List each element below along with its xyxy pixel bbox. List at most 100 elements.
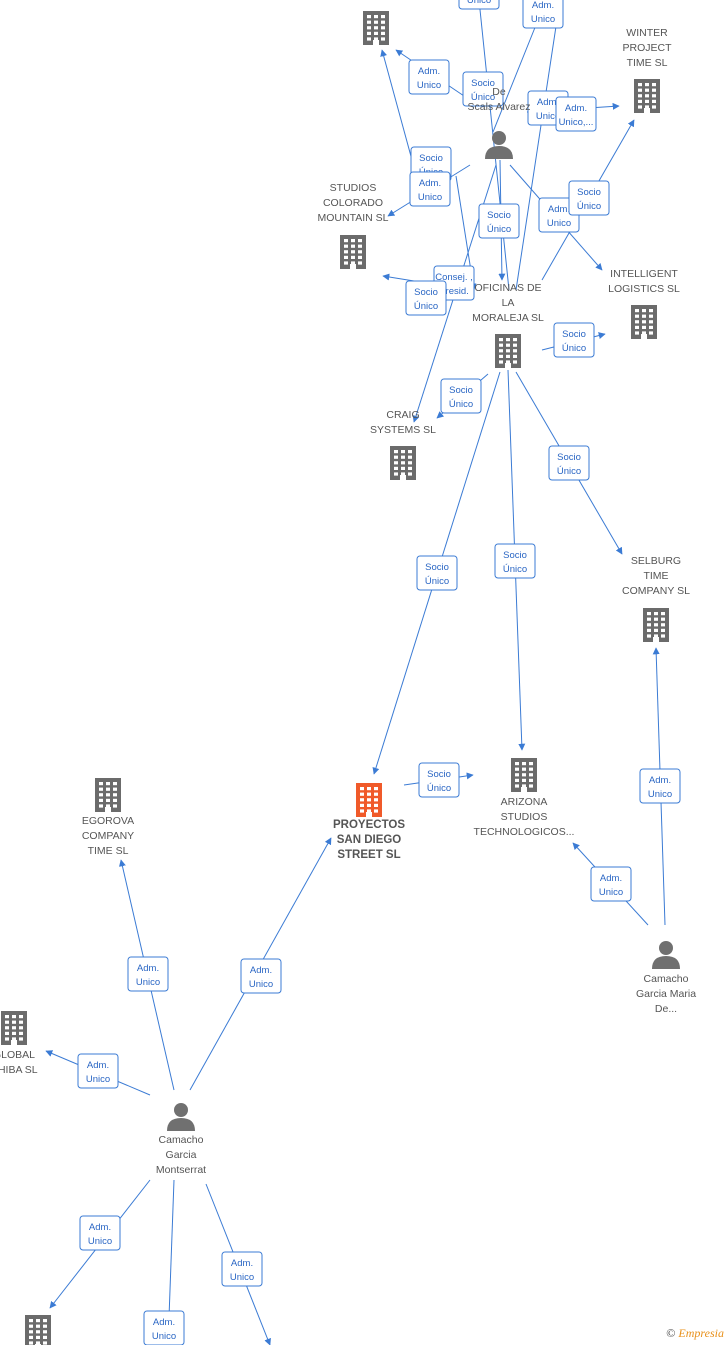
building-icon — [356, 783, 382, 817]
company-node-intelligent[interactable]: INTELLIGENT LOGISTICS SL — [608, 268, 680, 339]
node-label: LOGISTICS SL — [608, 283, 680, 295]
building-icon — [95, 778, 121, 812]
node-label: Camacho — [644, 973, 689, 985]
edge-role-label[interactable]: Adm.Unico — [522, 0, 564, 29]
company-node-top_partial[interactable]: HOLDING SL — [344, 0, 408, 45]
building-icon — [363, 11, 389, 45]
edge-role-text: Adm. — [89, 1222, 111, 1233]
edge-role-text: Único — [487, 224, 511, 235]
edge-role-text: Único — [557, 466, 581, 477]
edge-role-label[interactable]: Adm.Unico — [127, 956, 169, 992]
node-label: ARIZONA — [501, 796, 548, 808]
edge-role-text: Unico — [418, 192, 442, 203]
edge-role-label[interactable]: Adm.Unico — [590, 866, 632, 902]
edge-role-text: Adm. — [548, 204, 570, 215]
edge-role-text: Adm. — [418, 66, 440, 77]
node-label: COLORADO — [323, 197, 383, 209]
edge-role-label[interactable]: Adm.Unico,... — [555, 96, 597, 132]
edge-role-text: Adm. — [87, 1060, 109, 1071]
node-label: TIME SL — [627, 57, 668, 69]
edge-role-label[interactable]: Adm.Unico — [240, 958, 282, 994]
node-label: OFICINAS DE — [474, 282, 541, 294]
edge-role-text: Adm. — [231, 1258, 253, 1269]
edge-role-text: Adm. — [137, 963, 159, 974]
relation-edge — [515, 0, 563, 291]
edge-role-text: Adm. — [649, 775, 671, 786]
node-label: COMPANY SL — [622, 585, 690, 597]
edge-role-label[interactable]: Adm.Unico — [408, 59, 450, 95]
node-label: PROJECT — [622, 42, 672, 54]
person-icon — [167, 1103, 195, 1131]
company-node-arizona[interactable]: ARIZONASTUDIOSTECHNOLOGICOS... — [474, 758, 575, 838]
edge-role-text: Unico — [547, 218, 571, 229]
edge-role-label[interactable]: Adm.Unico — [221, 1251, 263, 1287]
edge-role-text: Socio — [414, 287, 438, 298]
person-icon — [485, 131, 513, 159]
edge-role-text: Unico — [86, 1074, 110, 1085]
edge-role-text: Adm. — [565, 103, 587, 114]
node-label: SYSTEMS SL — [370, 424, 436, 436]
company-node-colorado[interactable]: STUDIOS COLORADO MOUNTAIN SL — [318, 182, 389, 269]
edge-role-text: Único — [449, 399, 473, 410]
node-label: GLOBAL — [0, 1049, 35, 1061]
brand-initial: E — [678, 1326, 686, 1340]
edge-role-label[interactable]: Adm. Unico — [77, 1053, 119, 1089]
edge-role-text: Socio — [577, 187, 601, 198]
node-label: INTELLIGENT — [610, 268, 678, 280]
node-label: TECHNOLOGICOS... — [474, 826, 575, 838]
node-label: STUDIOS — [330, 182, 377, 194]
edge-role-text: Socio — [503, 550, 527, 561]
node-label: SAN DIEGO — [337, 834, 402, 846]
edge-role-text: Único — [467, 0, 491, 6]
edge-role-text: Único — [427, 783, 451, 794]
brand-name: mpresia — [685, 1326, 724, 1340]
edge-role-text: Presid. — [439, 286, 469, 297]
edge-role-text: Único — [577, 201, 601, 212]
node-label: Scals Alvarez — [467, 101, 530, 113]
building-icon — [1, 1011, 27, 1045]
edge-role-label[interactable]: Adm.Unico — [409, 171, 451, 207]
brand-watermark[interactable]: © Empresia — [666, 1326, 724, 1341]
node-label: TIME — [643, 570, 668, 582]
edge-role-label[interactable]: Adm. Unico — [639, 768, 681, 804]
node-label: COMPANY — [82, 830, 134, 842]
node-label: MOUNTAIN SL — [318, 212, 389, 224]
node-label: STREET SL — [337, 849, 400, 861]
edge-role-text: Único — [503, 564, 527, 575]
edge-role-text: Unico — [249, 979, 273, 990]
node-label: Montserrat — [156, 1164, 206, 1176]
edge-role-label[interactable]: Adm.Unico — [79, 1215, 121, 1251]
company-node-global[interactable]: GLOBALCHIBA SL — [0, 1011, 38, 1076]
building-icon — [643, 608, 669, 642]
edge-role-text: Único — [471, 92, 495, 103]
edge-role-text: Adm. — [600, 873, 622, 884]
edge-role-text: Socio — [427, 769, 451, 780]
edge-role-label[interactable]: Adm.Unico — [143, 1310, 185, 1345]
company-node-bottom_left[interactable] — [25, 1315, 51, 1345]
edge-role-text: Socio — [487, 210, 511, 221]
edge-role-text: Unico — [152, 1331, 176, 1342]
edge-role-text: Unico — [648, 789, 672, 800]
